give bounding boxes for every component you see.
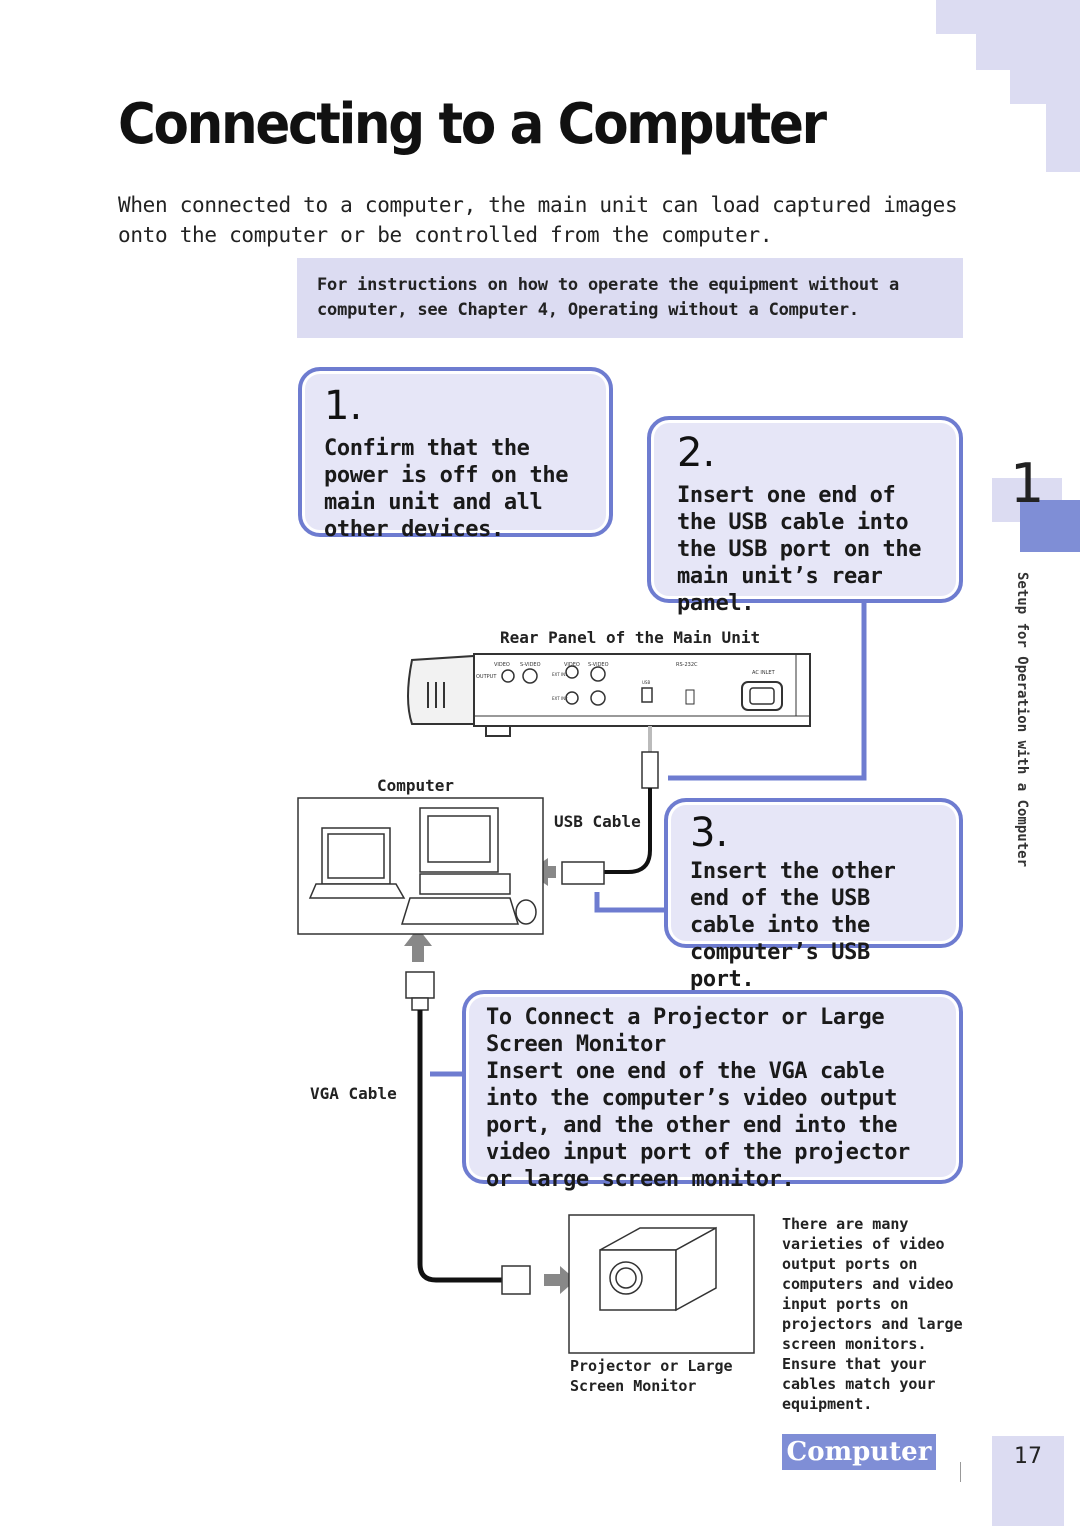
footer-divider: [960, 1462, 961, 1482]
chapter-tab-accent: [1020, 500, 1080, 552]
step-2-number: 2.: [677, 430, 716, 476]
chapter-title: Setup for Operation with a Computer: [1014, 572, 1030, 868]
step-2-text: Insert one end of the USB cable into the…: [677, 483, 922, 616]
laptop-illustration: [308, 827, 406, 899]
panel-mark-ext-in1: EXT IN1: [552, 672, 568, 677]
projector-text: Insert one end of the VGA cable into the…: [486, 1059, 910, 1192]
page-number: 17: [992, 1436, 1064, 1526]
projector-instruction-box: To Connect a Projector or Large Screen M…: [462, 990, 963, 1192]
step-1-box: 1. Confirm that the power is off on the …: [298, 367, 613, 542]
page-title: Connecting to a Computer: [118, 92, 827, 157]
step-1-text: Confirm that the power is off on the mai…: [324, 436, 569, 542]
panel-mark-s-video-2: S-VIDEO: [588, 662, 609, 668]
usb-cable-label: USB Cable: [554, 812, 641, 831]
projector-heading: To Connect a Projector or Large Screen M…: [486, 1005, 885, 1057]
section-tab: Computer: [782, 1434, 936, 1470]
intro-paragraph: When connected to a computer, the main u…: [118, 193, 958, 247]
panel-mark-s-video-1: S-VIDEO: [520, 662, 541, 668]
rear-panel-label: Rear Panel of the Main Unit: [500, 628, 761, 647]
computer-label: Computer: [377, 776, 455, 795]
step-3-number: 3.: [690, 810, 729, 856]
step-2-box: 2. Insert one end of the USB cable into …: [647, 416, 963, 616]
arrow-to-projector: [544, 1266, 576, 1294]
panel-mark-rs232c: RS-232C: [676, 662, 698, 668]
vga-cable-label: VGA Cable: [310, 1084, 397, 1103]
panel-mark-ac-inlet: AC INLET: [752, 670, 776, 676]
projector-illustration: [599, 1226, 717, 1312]
step-1-number: 1.: [324, 383, 363, 429]
step-3-box: 3. Insert the other end of the USB cable…: [664, 798, 963, 992]
note-box: For instructions on how to operate the e…: [297, 258, 963, 338]
side-note: There are many varieties of video output…: [782, 1215, 963, 1413]
main-unit-rear-panel: [407, 653, 811, 737]
panel-mark-video: VIDEO: [494, 662, 510, 668]
panel-mark-output: OUTPUT: [476, 674, 497, 680]
corner-decoration: [936, 0, 1080, 172]
desktop-illustration: [400, 807, 537, 925]
panel-mark-ext-in2: EXT IN2: [552, 696, 568, 701]
projector-label: Projector or Large Screen Monitor: [570, 1357, 733, 1395]
usb-cable: [561, 726, 659, 885]
step-3-text: Insert the other end of the USB cable in…: [690, 859, 896, 992]
arrow-up-to-computer: [404, 928, 432, 962]
panel-mark-video-2: VIDEO: [564, 662, 580, 668]
chapter-number: 1: [1010, 452, 1045, 515]
panel-mark-usb: USB: [642, 680, 650, 685]
vga-cable: [405, 971, 531, 1295]
